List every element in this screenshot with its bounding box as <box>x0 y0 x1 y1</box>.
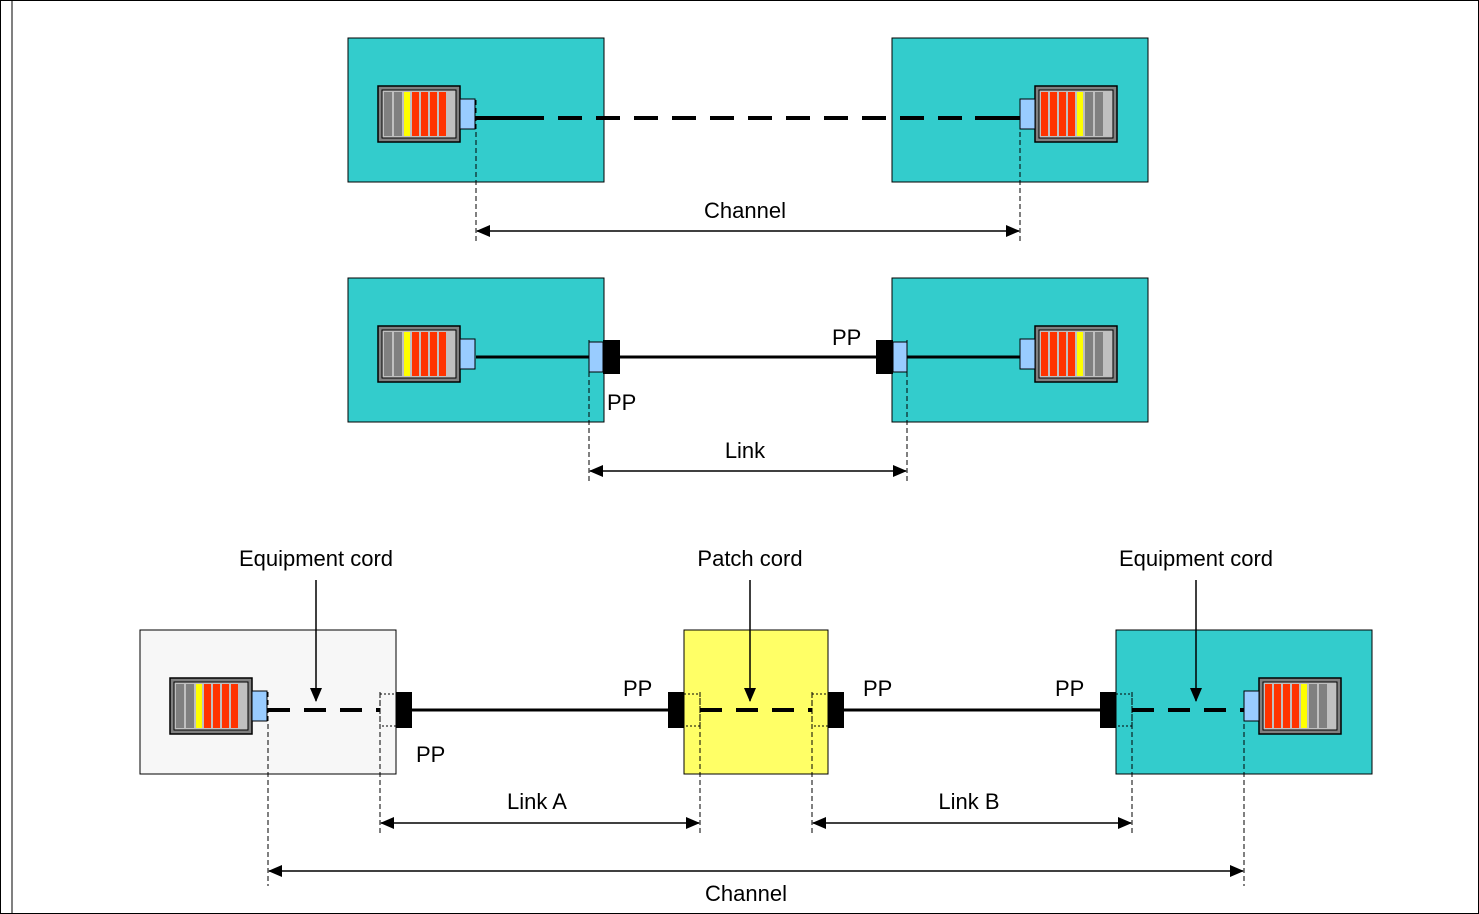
rj45-jack-icon <box>377 325 476 383</box>
jack-port <box>1019 98 1036 130</box>
jack-stripe <box>1292 684 1299 728</box>
jack-stripe <box>1050 332 1057 376</box>
diagram1-channel: Channel <box>347 37 1149 242</box>
jack-stripe <box>412 332 419 376</box>
jack-stripe <box>196 684 202 728</box>
jack-stripe <box>1050 92 1057 136</box>
pp-label: PP <box>416 742 445 767</box>
jack-stripe <box>1274 684 1281 728</box>
cross-connect-box <box>683 629 829 775</box>
patch-panel-connector-icon <box>396 692 412 728</box>
jack-stripe <box>1041 332 1048 376</box>
jack-port <box>459 338 476 370</box>
jack-stripe <box>1068 332 1075 376</box>
patch-cord-label: Patch cord <box>697 546 802 571</box>
jack-stripe <box>1265 684 1272 728</box>
jack-stripe <box>384 92 392 136</box>
jack-stripe <box>404 92 410 136</box>
jack-stripe <box>1085 332 1093 376</box>
jack-stripe <box>1059 332 1066 376</box>
patch-panel-port <box>588 341 604 373</box>
jack-stripe <box>1085 92 1093 136</box>
jack-stripe <box>1309 684 1317 728</box>
rj45-jack-icon <box>377 85 476 143</box>
equipment-cord-label: Equipment cord <box>239 546 393 571</box>
rj45-jack-icon <box>1019 325 1118 383</box>
link-b-label: Link B <box>938 789 999 814</box>
patch-panel-connector-icon <box>876 340 893 374</box>
jack-stripe <box>1095 332 1103 376</box>
jack-stripe <box>384 332 392 376</box>
jack-port <box>251 690 268 722</box>
patch-panel-connector-icon <box>668 692 684 728</box>
equipment-cord-label: Equipment cord <box>1119 546 1273 571</box>
jack-port <box>459 98 476 130</box>
jack-stripe <box>430 92 437 136</box>
diagram3-channel-with-links: PP PP PP PP Equipment cord Patch cord Eq… <box>139 546 1373 906</box>
jack-stripe <box>1283 684 1290 728</box>
channel-label: Channel <box>704 198 786 223</box>
link-label: Link <box>725 438 766 463</box>
jack-stripe <box>1077 332 1083 376</box>
jack-stripe <box>1301 684 1307 728</box>
jack-port <box>1243 690 1260 722</box>
jack-stripe <box>394 92 402 136</box>
jack-stripe <box>231 684 238 728</box>
patch-panel-connector-icon <box>828 692 844 728</box>
jack-stripe <box>1319 684 1327 728</box>
jack-stripe <box>430 332 437 376</box>
jack-stripe <box>204 684 211 728</box>
jack-port <box>1019 338 1036 370</box>
jack-stripe <box>1041 92 1048 136</box>
jack-stripe <box>1095 92 1103 136</box>
jack-stripe <box>1059 92 1066 136</box>
channel-label: Channel <box>705 881 787 906</box>
jack-stripe <box>439 92 446 136</box>
jack-stripe <box>213 684 220 728</box>
pp-label: PP <box>1055 676 1084 701</box>
jack-stripe <box>186 684 194 728</box>
rj45-jack-icon <box>169 677 268 735</box>
pp-label: PP <box>607 390 636 415</box>
jack-stripe <box>439 332 446 376</box>
jack-stripe <box>1068 92 1075 136</box>
jack-stripe <box>222 684 229 728</box>
patch-panel-connector-icon <box>603 340 620 374</box>
patch-panel-port <box>892 341 908 373</box>
diagram2-link: PP PP Link <box>347 277 1149 482</box>
rj45-jack-icon <box>1243 677 1342 735</box>
jack-stripe <box>1077 92 1083 136</box>
pp-label: PP <box>863 676 892 701</box>
jack-stripe <box>404 332 410 376</box>
jack-stripe <box>394 332 402 376</box>
pp-label: PP <box>832 325 861 350</box>
jack-stripe <box>421 332 428 376</box>
patch-panel-connector-icon <box>1100 692 1116 728</box>
pp-label: PP <box>623 676 652 701</box>
jack-stripe <box>421 92 428 136</box>
jack-stripe <box>412 92 419 136</box>
rj45-jack-icon <box>1019 85 1118 143</box>
link-a-label: Link A <box>507 789 567 814</box>
jack-stripe <box>176 684 184 728</box>
